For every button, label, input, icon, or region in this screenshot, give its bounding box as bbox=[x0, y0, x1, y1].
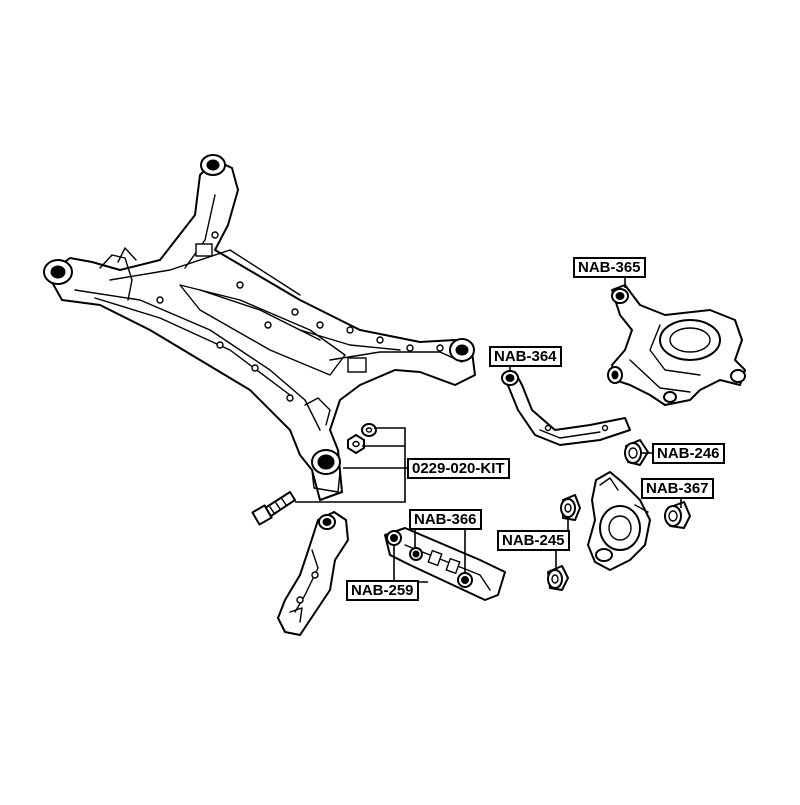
bushing-367 bbox=[664, 501, 691, 529]
knuckle bbox=[587, 471, 651, 571]
rear-subframe bbox=[43, 154, 476, 501]
label-nab-367[interactable]: NAB-367 bbox=[641, 478, 714, 499]
kit-hardware bbox=[251, 423, 377, 526]
label-nab-259[interactable]: NAB-259 bbox=[346, 580, 419, 601]
label-nab-364[interactable]: NAB-364 bbox=[489, 346, 562, 367]
label-nab-366[interactable]: NAB-366 bbox=[409, 509, 482, 530]
label-kit[interactable]: 0229-020-KIT bbox=[407, 458, 510, 479]
upper-link-364 bbox=[501, 370, 631, 446]
label-nab-365[interactable]: NAB-365 bbox=[573, 257, 646, 278]
bushing-245-upper bbox=[560, 494, 581, 521]
label-nab-246[interactable]: NAB-246 bbox=[652, 443, 725, 464]
bushing-245-lower bbox=[547, 565, 569, 591]
upper-arm-365 bbox=[607, 284, 746, 406]
lower-arm bbox=[277, 511, 349, 636]
label-nab-245[interactable]: NAB-245 bbox=[497, 530, 570, 551]
bushing-246 bbox=[624, 439, 649, 466]
